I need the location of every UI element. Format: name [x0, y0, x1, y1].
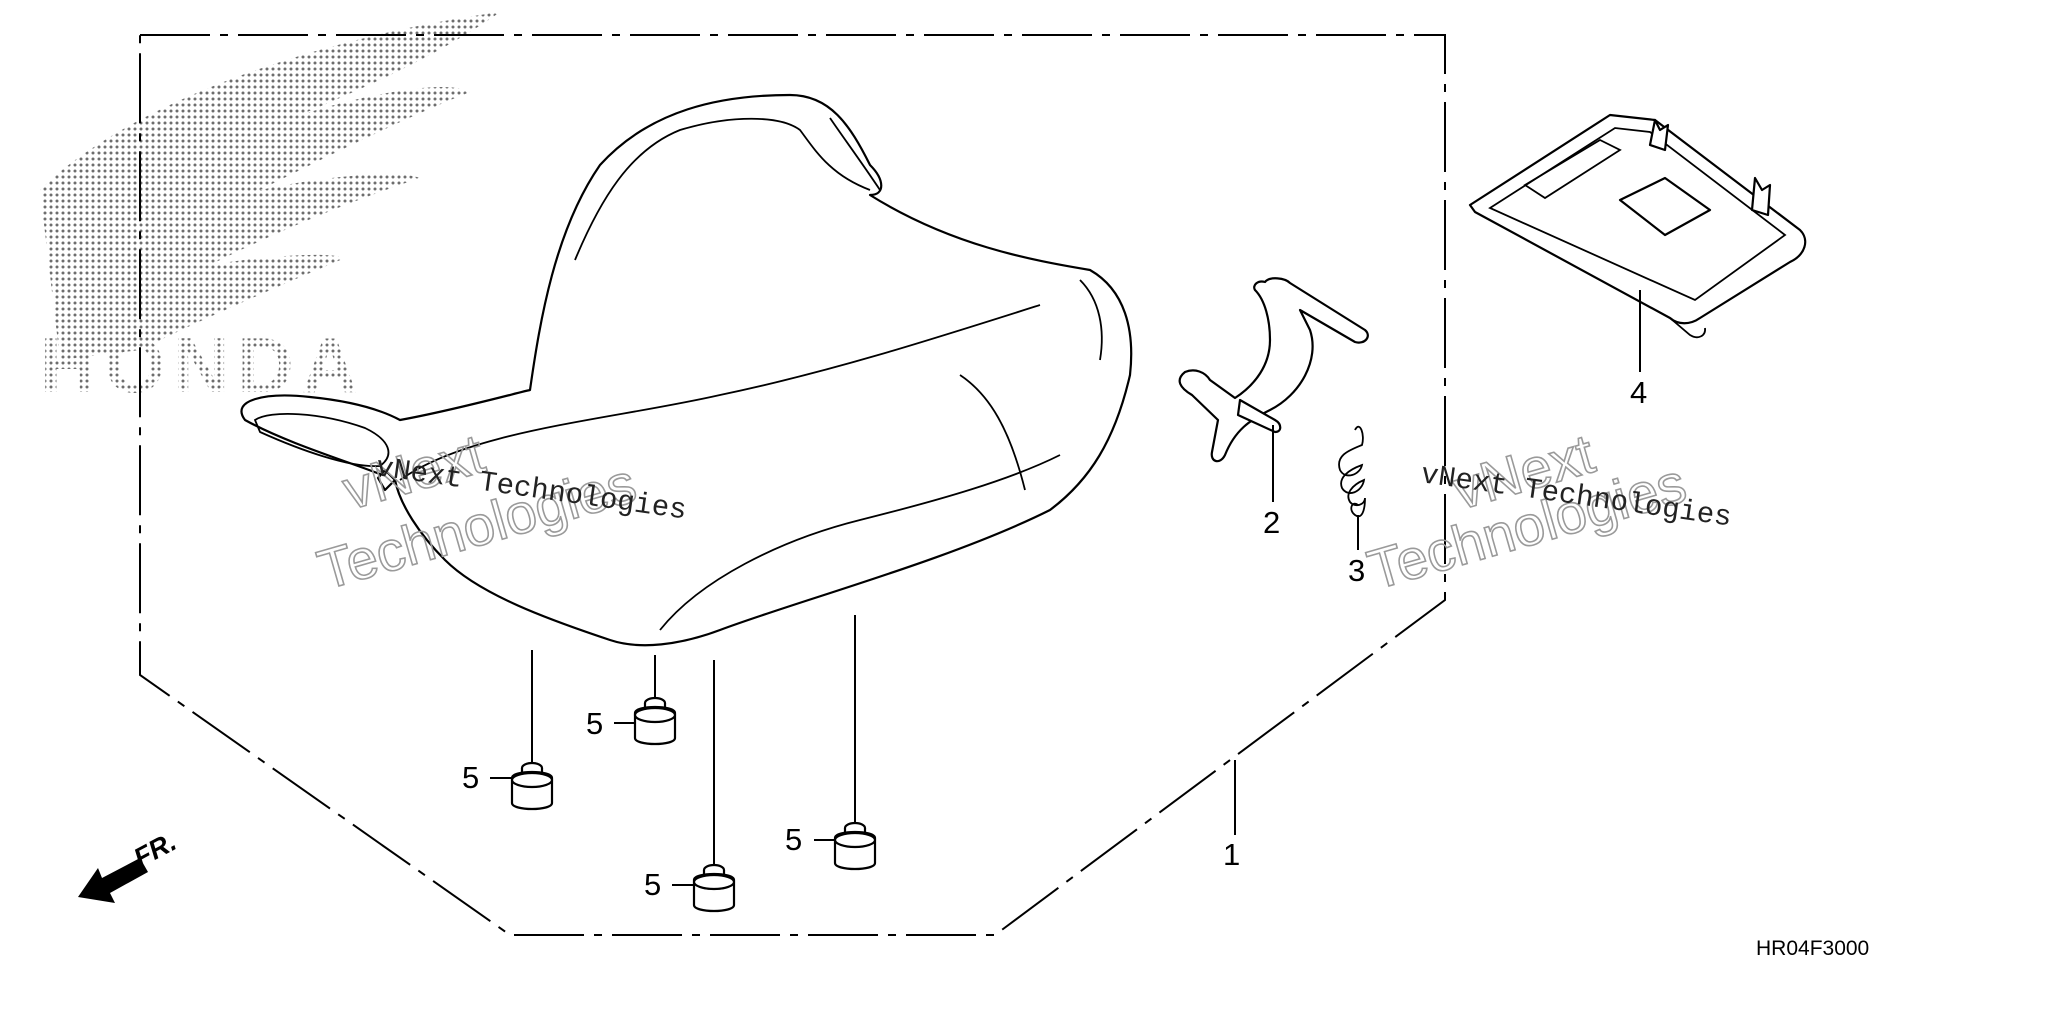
rubber-bumper-d [833, 821, 877, 871]
assembly-outline [139, 34, 1446, 936]
rubber-bumper-b [633, 696, 677, 746]
seat-assembly [240, 93, 1133, 647]
seat-latch [1178, 277, 1369, 463]
diagram-code: HR04F3000 [1756, 937, 1869, 960]
callout-5-d: 5 [785, 822, 802, 857]
watermark-right: vNext Technologies vNext Technologies [1360, 421, 1733, 603]
callout-5-b: 5 [586, 706, 603, 741]
storage-tray [1468, 113, 1807, 339]
callout-5-c: 5 [644, 867, 661, 902]
callout-2: 2 [1263, 505, 1280, 540]
callout-3: 3 [1348, 553, 1365, 588]
rubber-bumper-a [510, 761, 554, 811]
callout-4: 4 [1630, 375, 1647, 410]
callout-5-a: 5 [462, 760, 479, 795]
callout-1: 1 [1223, 837, 1240, 872]
leader-lines [490, 290, 1641, 886]
honda-wordmark: HONDA [40, 321, 366, 409]
honda-wing-logo: HONDA [40, 12, 500, 409]
rubber-bumper-c [692, 863, 736, 913]
latch-spring [1338, 425, 1366, 518]
front-direction-arrow: FR. [78, 826, 181, 903]
